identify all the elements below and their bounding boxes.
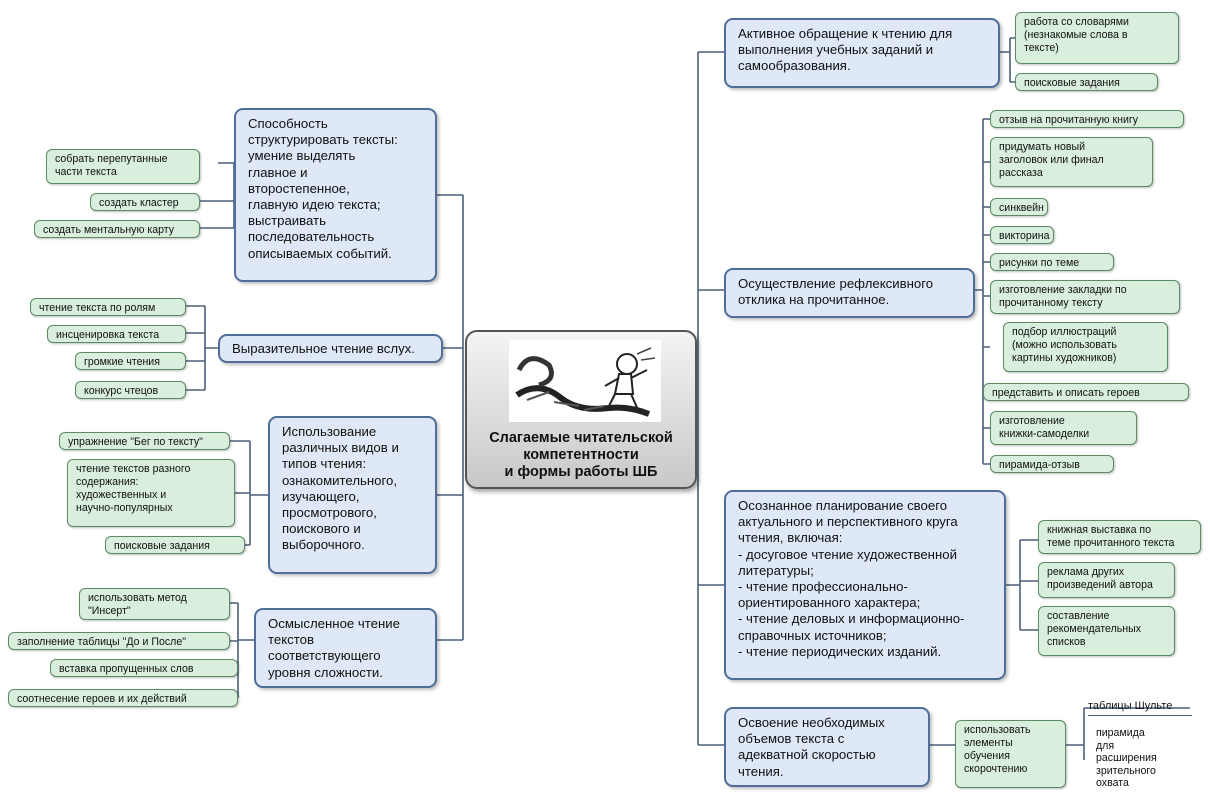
- topic-reading-speed[interactable]: Освоение необходимых объемов текста с ад…: [724, 707, 930, 787]
- leaf-search-tasks-left[interactable]: поисковые задания: [105, 536, 245, 554]
- reading-illustration: [509, 340, 661, 422]
- leaf-describe-heroes[interactable]: представить и описать героев: [983, 383, 1189, 401]
- topic-reflexive[interactable]: Осуществление рефлексивного отклика на п…: [724, 268, 975, 318]
- leaf-heroes-actions[interactable]: соотнесение героев и их действий: [8, 689, 238, 707]
- topic-active-reading[interactable]: Активное обращение к чтению для выполнен…: [724, 18, 1000, 88]
- topic-planning[interactable]: Осознанное планирование своего актуально…: [724, 490, 1006, 680]
- leaf-book-review[interactable]: отзыв на прочитанную книгу: [990, 110, 1184, 128]
- topic-reading-types[interactable]: Использование различных видов и типов чт…: [268, 416, 437, 574]
- central-topic[interactable]: Слагаемые читательской компетентности и …: [465, 330, 697, 489]
- leaf-run-through-text[interactable]: упражнение "Бег по тексту": [59, 432, 230, 450]
- leaf-author-advert[interactable]: реклама других произведений автора: [1038, 562, 1175, 598]
- leaf-role-reading[interactable]: чтение текста по ролям: [30, 298, 186, 316]
- leaf-pyramid-review[interactable]: пирамида-отзыв: [990, 455, 1114, 473]
- leaf-create-cluster[interactable]: создать кластер: [90, 193, 200, 211]
- leaf-homemade-book[interactable]: изготовление книжки-самоделки: [990, 411, 1137, 445]
- leaf-dictionaries[interactable]: работа со словарями (незнакомые слова в …: [1015, 12, 1179, 64]
- leaf-recommendation-lists[interactable]: составление рекомендательных списков: [1038, 606, 1175, 656]
- leaf-before-after-table[interactable]: заполнение таблицы "До и После": [8, 632, 230, 650]
- leaf-insert-missing-words[interactable]: вставка пропущенных слов: [50, 659, 238, 677]
- leaf-mental-map[interactable]: создать ментальную карту: [34, 220, 200, 238]
- topic-meaningful[interactable]: Осмысленное чтение текстов соответствующ…: [254, 608, 437, 688]
- central-title: Слагаемые читательской компетентности и …: [489, 430, 673, 480]
- leaf-staging[interactable]: инсценировка текста: [47, 325, 186, 343]
- leaf-loud-reading[interactable]: громкие чтения: [75, 352, 186, 370]
- leaf-drawings[interactable]: рисунки по теме: [990, 253, 1114, 271]
- schulte-tables-label: таблицы Шульте: [1088, 700, 1192, 716]
- leaf-new-title[interactable]: придумать новый заголовок или финал расс…: [990, 137, 1153, 187]
- leaf-reciters-contest[interactable]: конкурс чтецов: [75, 381, 186, 399]
- leaf-speed-reading[interactable]: использовать элементы обучения скорочтен…: [955, 720, 1066, 788]
- leaf-search-tasks-right[interactable]: поисковые задания: [1015, 73, 1158, 91]
- leaf-book-exhibition[interactable]: книжная выставка по теме прочитанного те…: [1038, 520, 1201, 554]
- leaf-collect-parts[interactable]: собрать перепутанные части текста: [46, 149, 200, 184]
- pyramid-label: пирамида для расширения зрительного охва…: [1096, 727, 1157, 789]
- leaf-bookmark[interactable]: изготовление закладки по прочитанному те…: [990, 280, 1180, 314]
- topic-expressive[interactable]: Выразительное чтение вслух.: [218, 334, 443, 363]
- topic-structuring[interactable]: Способность структурировать тексты: умен…: [234, 108, 437, 282]
- leaf-illustrations[interactable]: подбор иллюстраций (можно использовать к…: [1003, 322, 1168, 372]
- leaf-quiz[interactable]: викторина: [990, 226, 1054, 244]
- leaf-various-texts[interactable]: чтение текстов разного содержания: худож…: [67, 459, 235, 527]
- leaf-cinquain[interactable]: синквейн: [990, 198, 1048, 216]
- leaf-insert-method[interactable]: использовать метод "Инсерт": [79, 588, 230, 620]
